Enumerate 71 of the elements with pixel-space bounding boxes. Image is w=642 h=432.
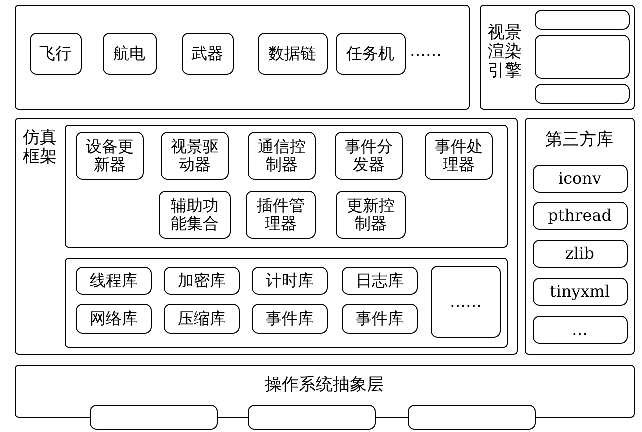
module-box xyxy=(425,132,493,180)
module-label: tinyxml xyxy=(550,282,610,300)
module-label: 日志库 xyxy=(356,272,404,290)
module-label: iconv xyxy=(558,170,602,188)
panel-heading: 第三方库 xyxy=(544,131,614,150)
module-label: 更新控制器 xyxy=(346,197,396,233)
module-label: 压缩库 xyxy=(178,310,226,328)
module-label: 飞行 xyxy=(38,44,72,62)
module-box xyxy=(161,132,229,180)
module-label: 计时库 xyxy=(266,272,314,290)
module-box xyxy=(336,191,406,239)
group-panel xyxy=(64,258,508,348)
module-box xyxy=(164,267,240,295)
module-box xyxy=(335,132,403,180)
module-label: 事件处理器 xyxy=(434,138,484,174)
module-box xyxy=(532,240,628,268)
module-label: 事件分发器 xyxy=(344,138,394,174)
group-panel xyxy=(15,5,470,110)
module-label: 事件库 xyxy=(266,310,314,328)
module-box xyxy=(76,304,152,334)
module-label: 事件库 xyxy=(356,310,404,328)
module-box xyxy=(182,32,234,74)
module-box xyxy=(90,405,218,430)
module-box xyxy=(532,278,628,306)
panel-heading: 视景渲染引擎 xyxy=(487,24,523,81)
module-label: pthread xyxy=(548,206,612,224)
module-label: … xyxy=(572,320,588,338)
module-box xyxy=(246,191,316,239)
module-label: 数据链 xyxy=(268,44,318,62)
module-box xyxy=(534,34,630,78)
module-label: 视景驱动器 xyxy=(170,138,220,174)
group-panel xyxy=(15,118,518,355)
module-box xyxy=(342,267,418,295)
module-label: 设备更新器 xyxy=(85,138,135,174)
module-label: 任务机 xyxy=(346,44,396,62)
group-panel xyxy=(480,5,635,110)
module-box xyxy=(76,132,144,180)
module-box xyxy=(164,304,240,334)
module-label: 插件管理器 xyxy=(256,197,306,233)
module-box xyxy=(258,32,328,74)
module-box xyxy=(252,304,328,334)
module-box xyxy=(532,202,628,230)
panel-heading: 操作系统抽象层 xyxy=(264,376,385,395)
group-panel xyxy=(525,118,635,355)
module-box xyxy=(534,84,630,104)
module-label: …… xyxy=(450,293,482,311)
module-label: 航电 xyxy=(112,44,146,62)
module-box xyxy=(532,164,628,192)
ellipsis-text: …… xyxy=(410,42,442,60)
module-box xyxy=(102,32,156,74)
module-box xyxy=(534,10,630,30)
module-box xyxy=(532,316,628,344)
module-label: 网络库 xyxy=(90,310,138,328)
module-label: zlib xyxy=(566,244,594,262)
panel-heading: 仿真框架 xyxy=(22,129,58,167)
group-panel xyxy=(64,124,508,248)
module-label: 辅助功能集合 xyxy=(170,197,220,233)
module-box xyxy=(252,267,328,295)
module-box xyxy=(342,304,418,334)
module-box xyxy=(30,32,82,74)
module-box xyxy=(408,405,536,430)
module-box xyxy=(248,405,376,430)
module-label: 通信控制器 xyxy=(257,138,307,174)
module-label: 武器 xyxy=(190,44,224,62)
module-box xyxy=(76,267,152,295)
module-label: 加密库 xyxy=(178,272,226,290)
module-label: 线程库 xyxy=(90,272,138,290)
module-box xyxy=(431,266,501,338)
module-box xyxy=(159,191,231,239)
module-box xyxy=(336,32,406,74)
module-box xyxy=(248,132,316,180)
